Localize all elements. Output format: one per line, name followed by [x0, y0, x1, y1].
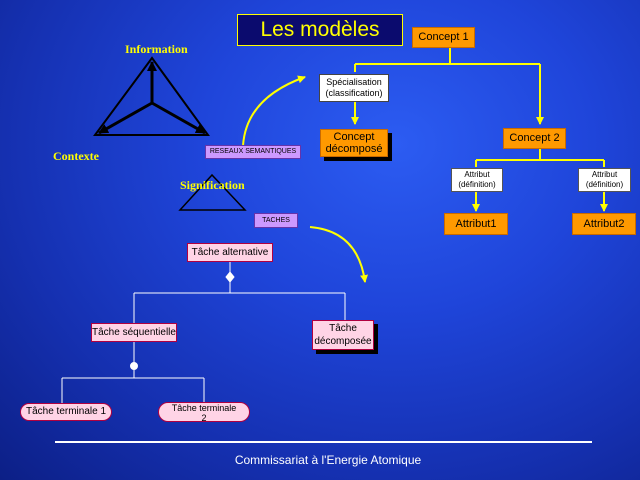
node-attribute-def-right: Attribut (définition) — [578, 168, 631, 192]
node-task-alternative: Tâche alternative — [187, 243, 273, 262]
node-task-decomposed: Tâche décomposée — [312, 320, 374, 350]
node-task-terminal-2: Tâche terminale 2 — [158, 402, 250, 423]
signification-triangle — [178, 173, 247, 211]
label-semantic-networks: RESEAUX SEMANTIQUES — [205, 145, 301, 159]
node-task-terminal-1: Tâche terminale 1 — [20, 403, 112, 421]
node-concept-2: Concept 2 — [503, 128, 566, 149]
label-contexte: Contexte — [53, 149, 99, 163]
node-concept-decomposed: Concept décomposé — [320, 129, 388, 157]
knowledge-triangle — [93, 56, 210, 136]
node-specialization: Spécialisation (classification) — [319, 74, 389, 102]
node-concept-1: Concept 1 — [412, 27, 475, 48]
concept-tree-lines — [351, 48, 608, 212]
node-attribute-2: Attribut2 — [572, 213, 636, 235]
label-signification: Signification — [180, 178, 245, 192]
curve-arrow-semantic — [242, 75, 306, 147]
task-tree-lines — [61, 262, 346, 403]
label-information: Information — [125, 42, 188, 56]
slide-title: Les modèles — [237, 14, 403, 46]
label-tasks: TACHES — [254, 213, 298, 228]
node-task-sequential: Tâche séquentielle — [91, 323, 177, 342]
node-attribute-def-left: Attribut (définition) — [451, 168, 503, 192]
node-attribute-1: Attribut1 — [444, 213, 508, 235]
footer-text: Commissariat à l'Energie Atomique — [234, 453, 422, 467]
curve-arrow-tasks — [309, 226, 369, 283]
